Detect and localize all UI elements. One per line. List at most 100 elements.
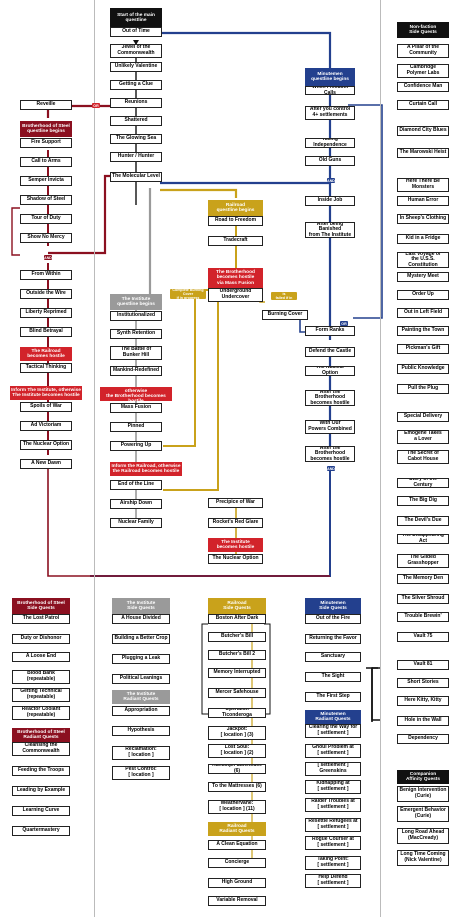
- quest-fire-support: Fire Support: [20, 138, 72, 148]
- quest-the-battle-of-bunker-hill: The Battle of Bunker Hill: [110, 346, 162, 360]
- quest-a-clean-equation: A Clean Equation: [208, 840, 266, 850]
- quest-political-leanings: Political Leanings: [112, 674, 170, 684]
- quest-pull-the-plug: Pull the Plug: [397, 384, 449, 394]
- quest-benign-intervention-curie: Benign Intervention (Curie): [397, 786, 449, 802]
- quest-institutionalized: Institutionalized: [110, 311, 162, 321]
- quest-building-a-better-crop: Building a Better Crop: [112, 634, 170, 644]
- quest-mass-fusion: Mass Fusion: [110, 403, 162, 413]
- main-questline-header: Start of the main questline: [110, 8, 162, 28]
- quest-kid-in-a-fridge: Kid in a Fridge: [397, 234, 449, 244]
- non-faction-header: Non-faction Side Quests: [397, 22, 449, 38]
- bos-header: Brotherhood of Steel questline begins: [20, 121, 72, 137]
- quest-the-secret-of-cabot-house: The Secret of Cabot House: [397, 450, 449, 464]
- quest-underground-undercover: Underground Undercover: [208, 288, 263, 302]
- and-tag: AND: [327, 466, 335, 471]
- quest-the-devil-s-due: The Devil's Due: [397, 516, 449, 526]
- quest-unlikely-valentine: Unlikely Valentine: [110, 62, 162, 72]
- note-complete-burning-cover: Complete Burning Cover if in progress: [170, 289, 206, 299]
- quest-learning-curve: Learning Curve: [12, 806, 70, 816]
- quest-butcher-s-bill-2: Butcher's Bill 2: [208, 650, 266, 660]
- note-bos-hostile-2: After the Brotherhood becomes hostile: [305, 446, 355, 462]
- companion-header: Companion Affinity Quests: [397, 770, 449, 784]
- quest-feeding-the-troops: Feeding the Troops: [12, 766, 70, 776]
- quest-settlement-greenskins: [ settlement ] Greenskins: [305, 762, 361, 776]
- note-railroad-hostile: The Railroad becomes hostile: [20, 347, 72, 361]
- railroad-side-header: Railroad Side Quests: [208, 598, 266, 614]
- note-inform-brotherhood: Inform the Brotherhood, otherwise the Br…: [100, 387, 172, 401]
- note-bos-hostile: After the Brotherhood becomes hostile: [305, 390, 355, 406]
- quest-out-of-time: Out of Time: [110, 27, 162, 37]
- quest-out-in-left-field: Out in Left Field: [397, 308, 449, 318]
- quest-vault-75: Vault 75: [397, 632, 449, 642]
- or-tag: OR: [92, 103, 100, 108]
- quest-when-freedom-calls: When Freedom Calls: [305, 86, 355, 95]
- quest-getting-technical-repeatable: Getting Technical (repeatable): [12, 688, 70, 702]
- quest-a-loose-end: A Loose End: [12, 652, 70, 662]
- quest-getting-a-clue: Getting a Clue: [110, 80, 162, 90]
- quest-operation-ticonderoga: Operation Ticonderoga: [208, 708, 266, 718]
- quest-long-road-ahead-maccready: Long Road Ahead (MacCready): [397, 828, 449, 844]
- quest-the-memory-den: The Memory Den: [397, 574, 449, 584]
- quest-trouble-brewin: Trouble Brewin': [397, 612, 449, 622]
- quest-semper-invicta: Semper Invicta: [20, 176, 72, 186]
- quest-blood-bank-repeatable: Blood Bank (repeatable): [12, 670, 70, 684]
- quest-sanctuary: Sanctuary: [305, 652, 361, 662]
- quest-rogue-courser-at-settlement: Rogue Courser at [ settlement ]: [305, 836, 361, 850]
- quest-inside-job: Inside Job: [305, 196, 355, 206]
- bos-radiant-header: Brotherhood of Steel Radiant Quests: [12, 728, 70, 742]
- and-tag: AND: [327, 178, 335, 183]
- quest-the-molecular-level: The Molecular Level: [110, 172, 162, 182]
- quest-human-error: Human Error: [397, 196, 449, 206]
- note-4-settlements: After you control 4+ settlements: [305, 106, 355, 120]
- quest-here-kitty-kitty: Here Kitty, Kitty: [397, 696, 449, 706]
- quest-short-stories: Short Stories: [397, 678, 449, 688]
- quest-shadow-of-steel: Shadow of Steel: [20, 195, 72, 205]
- quest-mm-nuclear-option: The Nuclear Option: [305, 366, 355, 376]
- quest-appropriation: Appropriation: [112, 706, 170, 716]
- minutemen-side-header: Minutemen Side Quests: [305, 598, 361, 614]
- quest-the-first-step: The First Step: [305, 692, 361, 702]
- quest-defend-the-castle: Defend the Castle: [305, 347, 355, 357]
- quest-spoils-of-war: Spoils of War: [20, 402, 72, 412]
- minutemen-radiant-header: Minutemen Radiant Quests: [305, 710, 361, 724]
- quest-hole-in-the-wall: Hole in the Wall: [397, 716, 449, 726]
- quest-the-disappearing-act: The Disappearing Act: [397, 534, 449, 544]
- quest-mankind-redefined: Mankind-Redefined: [110, 366, 162, 376]
- quest-curtain-call: Curtain Call: [397, 100, 449, 110]
- quest-dependency: Dependency: [397, 734, 449, 744]
- quest-leading-by-example: Leading by Example: [12, 786, 70, 796]
- minutemen-header: Minutemen questline begins: [305, 68, 355, 86]
- quest-long-time-coming-nick-valentine: Long Time Coming (Nick Valentine): [397, 850, 449, 866]
- quest-confidence-man: Confidence Man: [397, 82, 449, 92]
- quest-help-defend-settlement: Help Defend [ settlement ]: [305, 874, 361, 888]
- quest-emergent-behavior-curie: Emergent Behavior (Curie): [397, 806, 449, 822]
- institute-side-header: The Institute Side Quests: [112, 598, 170, 614]
- quest-reactor-coolant-repeatable: Reactor Coolant (repeatable): [12, 706, 70, 720]
- quest-ad-victoriam: Ad Victoriam: [20, 421, 72, 431]
- quest-the-marowski-heist: The Marowski Heist: [397, 148, 449, 158]
- quest-blind-betrayal: Blind Betrayal: [20, 327, 72, 337]
- quest-synth-retention: Synth Retention: [110, 329, 162, 339]
- quest-jackpot-location-3: Jackpot: [ location ] (3): [208, 726, 266, 740]
- quest-road-to-freedom: Road to Freedom: [208, 216, 263, 226]
- quest-out-of-the-fire: Out of the Fire: [305, 614, 361, 624]
- quest-diamond-city-blues: Diamond City Blues: [397, 126, 449, 136]
- quest-resettle-refugees-at-settlement: Resettle Refugees at [ settlement ]: [305, 818, 361, 832]
- quest-ghoul-problem-at-settlement: Ghoul Problem at [ settlement ]: [305, 744, 361, 758]
- quest-hunter-hunter: Hunter / Hunter: [110, 152, 162, 162]
- quest-lost-soul-location-2: Lost Soul: [ location ] (2): [208, 744, 266, 758]
- quest-memory-interrupted: Memory Interrupted: [208, 668, 266, 678]
- quest-old-guns: Old Guns: [305, 156, 355, 166]
- quest-outside-the-wire: Outside the Wire: [20, 289, 72, 299]
- note-banished-institute: After being Banished from The Institute: [305, 222, 355, 238]
- quest-liberty-reprimed: Liberty Reprimed: [20, 308, 72, 318]
- quest-rr-nuclear-option: The Nuclear Option: [208, 554, 263, 564]
- quest-weathervane-location-11: Weathervane: [ location ] (11): [208, 800, 266, 814]
- quest-story-of-the-century: Story of the Century: [397, 478, 449, 488]
- quest-variable-removal: Variable Removal: [208, 896, 266, 906]
- quest-raider-troubles-at-settlement: Raider Troubles at [ settlement ]: [305, 798, 361, 812]
- quest-tradecraft: Tradecraft: [208, 236, 263, 246]
- quest-jewel-of-the-commonwealth: Jewel of the Commonwealth: [110, 44, 162, 58]
- quest-here-there-be-monsters: Here There Be Monsters: [397, 178, 449, 192]
